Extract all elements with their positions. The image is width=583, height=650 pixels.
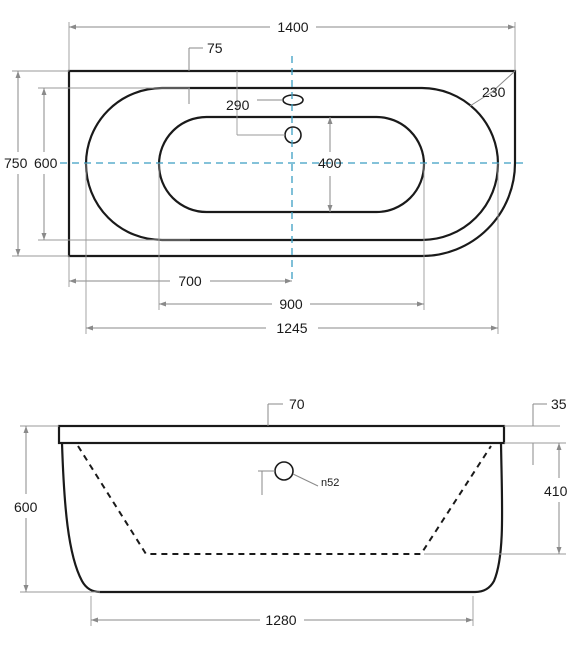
dim-wall-thickness: 75 <box>188 40 223 104</box>
side-view-rim <box>57 424 506 445</box>
overflow-icon <box>282 94 304 106</box>
side-view-body <box>60 442 504 594</box>
dim-overall-length: 1400 <box>68 19 516 71</box>
dim-label-750: 750 <box>4 155 28 171</box>
dim-label-75: 75 <box>207 40 223 56</box>
dim-overall-width: 750 <box>4 70 69 257</box>
dim-label-1245: 1245 <box>276 320 307 336</box>
dim-inner-length: 1245 <box>85 163 499 336</box>
dim-overflow-offset: 290 <box>226 71 285 136</box>
dim-base-length: 1280 <box>90 596 474 628</box>
dim-label-600-top: 600 <box>34 155 58 171</box>
dim-label-290: 290 <box>226 97 250 113</box>
side-view: n52 70 35 410 <box>14 396 568 628</box>
dim-bottom-width: 400 <box>318 117 342 212</box>
dim-label-410: 410 <box>544 483 568 499</box>
dim-label-400: 400 <box>318 155 342 171</box>
dim-drain-offset: 700 <box>68 256 292 289</box>
dim-inner-width: 600 <box>34 87 190 241</box>
side-overflow-icon <box>274 461 294 481</box>
dim-label-35: 35 <box>551 396 567 412</box>
dim-label-1400: 1400 <box>277 19 308 35</box>
dim-inner-depth: 410 <box>424 442 568 555</box>
dim-bottom-length: 900 <box>158 163 425 312</box>
dim-overall-height: 600 <box>14 425 100 593</box>
side-view-inner-basin <box>77 445 492 555</box>
dim-rim-radius: 230 <box>469 70 516 107</box>
dim-label-1280: 1280 <box>265 612 296 628</box>
top-view: 1400 75 230 290 <box>4 19 527 336</box>
dim-label-230: 230 <box>482 84 506 100</box>
dim-rim-height: 70 <box>267 396 305 426</box>
dim-rim-thickness: 35 <box>504 396 567 465</box>
dim-label-70: 70 <box>289 396 305 412</box>
top-view-outer-outline <box>67 69 517 258</box>
dim-label-600-side: 600 <box>14 499 38 515</box>
dim-label-900: 900 <box>279 296 303 312</box>
dim-label-n52: n52 <box>321 477 339 489</box>
dim-label-700: 700 <box>178 273 202 289</box>
drain-icon <box>284 126 302 144</box>
